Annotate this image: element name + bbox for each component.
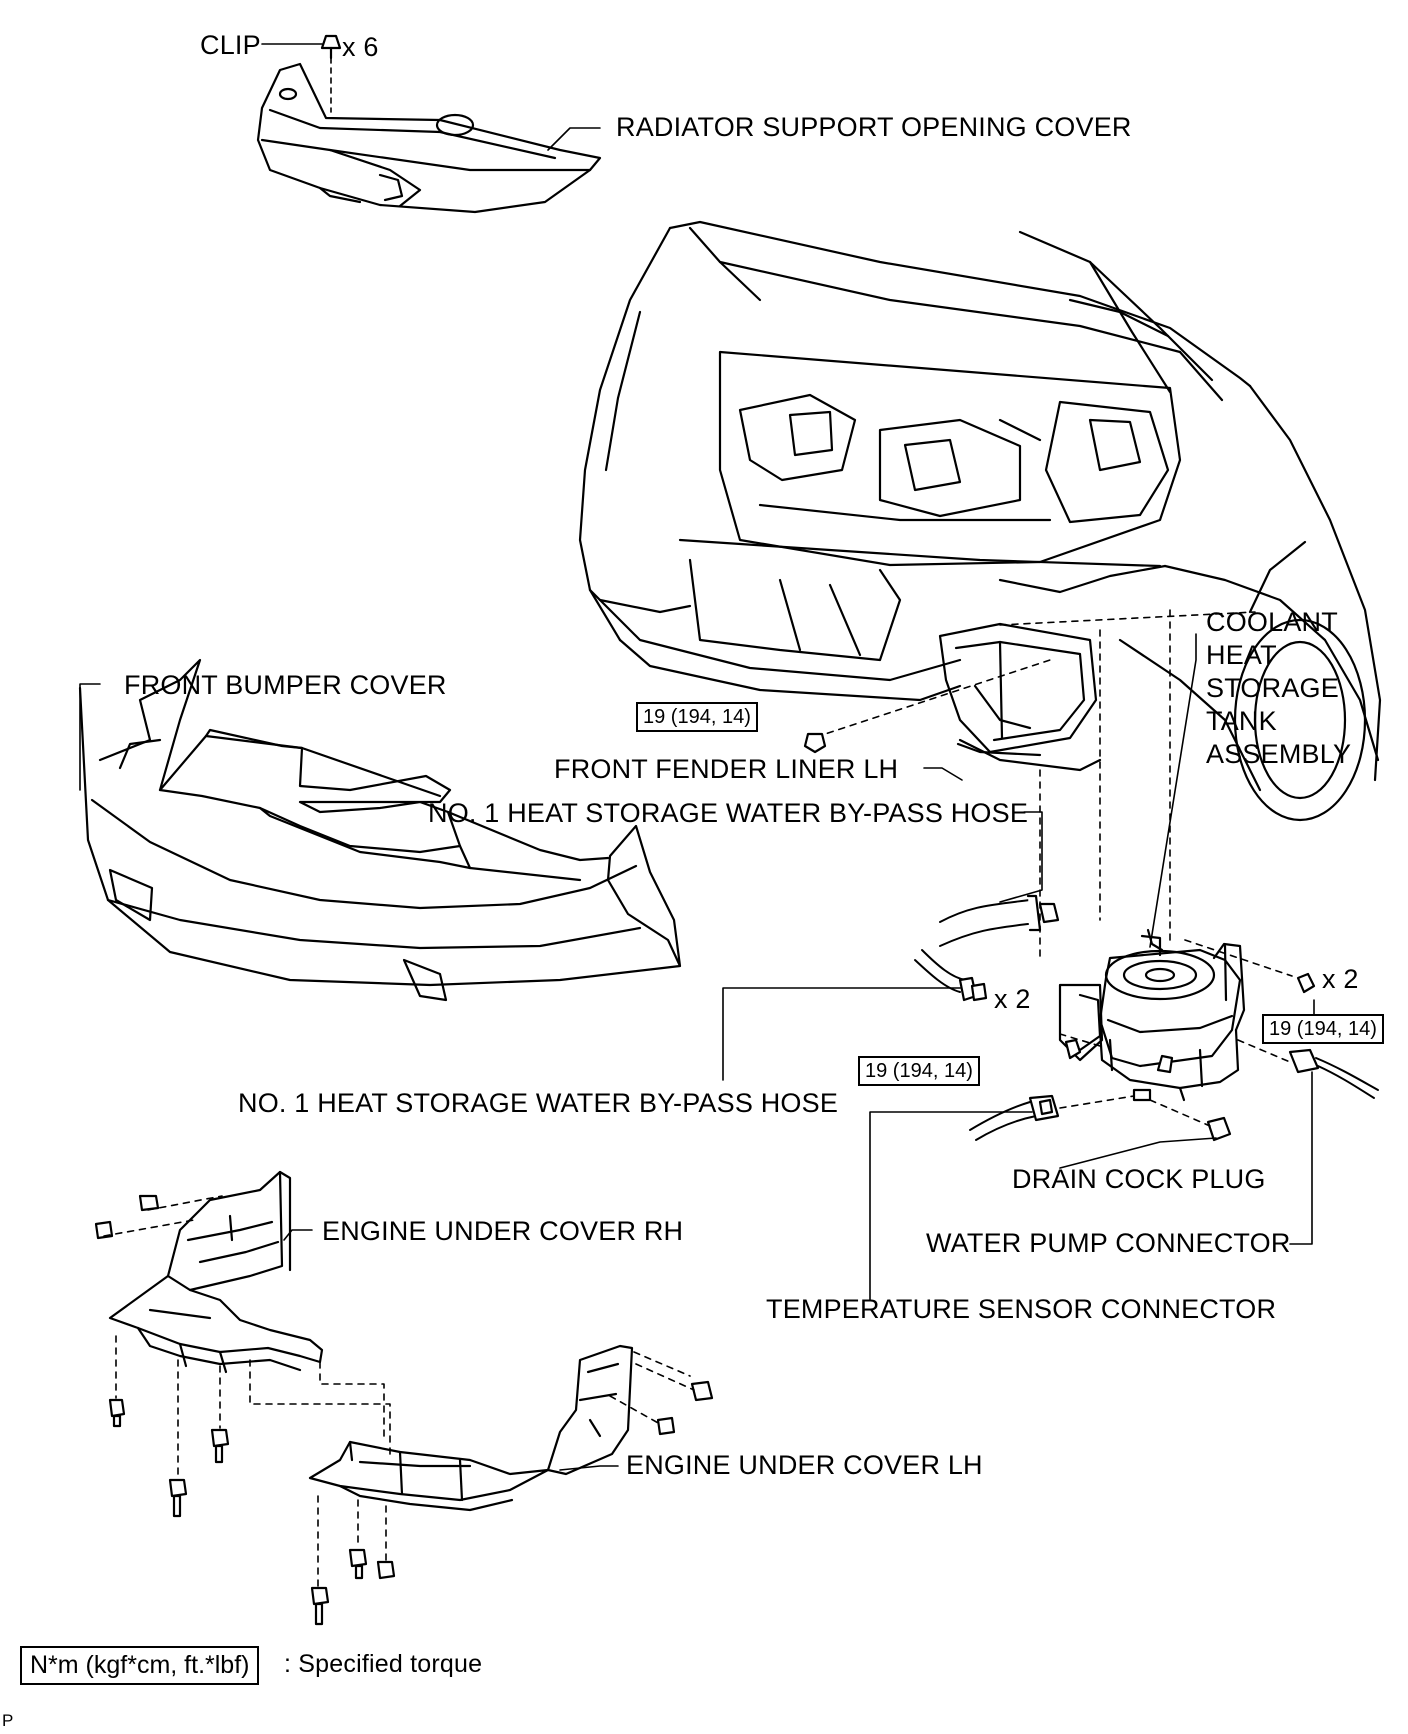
- figure-footer-code: P: [2, 1711, 14, 1730]
- front-bumper-cover-drawing: [78, 658, 682, 1002]
- clip-drawing: [320, 34, 342, 113]
- leader-lines-under: [283, 1229, 619, 1471]
- coolant-tank-line-2: HEAT: [1206, 640, 1277, 670]
- torque-legend-text: : Specified torque: [284, 1650, 483, 1678]
- engine-under-cover-lh-label: ENGINE UNDER COVER LH: [626, 1450, 983, 1480]
- connectors-drawing: [969, 1048, 1379, 1142]
- drain-cock-plug-label: DRAIN COCK PLUG: [1012, 1164, 1266, 1194]
- torque-spec-tank-left: 19 (194, 14): [858, 1056, 980, 1086]
- torque-legend-box: N*m (kgf*cm, ft.*lbf): [20, 1646, 260, 1685]
- tank-bolt-quantity: x 2: [1322, 964, 1359, 994]
- coolant-tank-line-1: COOLANT: [1206, 607, 1338, 637]
- leader-lines-tank: [869, 999, 1315, 1301]
- vehicle-front-drawing: [578, 220, 1382, 822]
- under-cover-dashed-lines: [103, 1195, 695, 1587]
- temperature-sensor-connector-label: TEMPERATURE SENSOR CONNECTOR: [766, 1294, 1277, 1324]
- radiator-support-opening-cover-label: RADIATOR SUPPORT OPENING COVER: [616, 112, 1132, 142]
- torque-spec-tank-right: 19 (194, 14): [1262, 1014, 1384, 1044]
- by-pass-hoses-drawing: [914, 894, 1060, 1002]
- hose-clip-quantity: x 2: [994, 984, 1031, 1014]
- coolant-tank-line-3: STORAGE: [1206, 673, 1339, 703]
- clip-quantity: x 6: [342, 32, 379, 62]
- tank-bolts: [1064, 972, 1316, 1060]
- radiator-support-opening-cover-drawing: [256, 62, 602, 214]
- front-bumper-cover-label: FRONT BUMPER COVER: [124, 670, 447, 700]
- clip-label: CLIP: [200, 30, 261, 60]
- leader-lines-bumper: [79, 683, 101, 791]
- leader-lines-hoses: [722, 811, 1043, 1081]
- engine-under-cover-rh-drawing: [108, 1170, 324, 1374]
- engine-under-cover-rh-label: ENGINE UNDER COVER RH: [322, 1216, 684, 1246]
- fender-liner-bolt: [803, 732, 827, 754]
- by-pass-hose-label-upper: NO. 1 HEAT STORAGE WATER BY-PASS HOSE: [428, 798, 1029, 828]
- coolant-tank-line-5: ASSEMBLY: [1206, 739, 1352, 769]
- coolant-heat-storage-tank-drawing: [1058, 928, 1291, 1102]
- coolant-tank-line-4: TANK: [1206, 706, 1277, 736]
- leader-lines-top: [261, 43, 601, 151]
- torque-spec-fender: 19 (194, 14): [636, 702, 758, 732]
- coolant-heat-storage-tank-label: COOLANT HEAT STORAGE TANK ASSEMBLY: [1206, 606, 1351, 771]
- engine-under-cover-lh-drawing: [308, 1344, 634, 1512]
- leader-lines-vehicle: [923, 633, 1197, 948]
- water-pump-connector-label: WATER PUMP CONNECTOR: [926, 1228, 1291, 1258]
- under-cover-fasteners: [94, 1194, 714, 1626]
- front-fender-liner-lh-label: FRONT FENDER LINER LH: [554, 754, 899, 784]
- by-pass-hose-label-lower: NO. 1 HEAT STORAGE WATER BY-PASS HOSE: [238, 1088, 839, 1118]
